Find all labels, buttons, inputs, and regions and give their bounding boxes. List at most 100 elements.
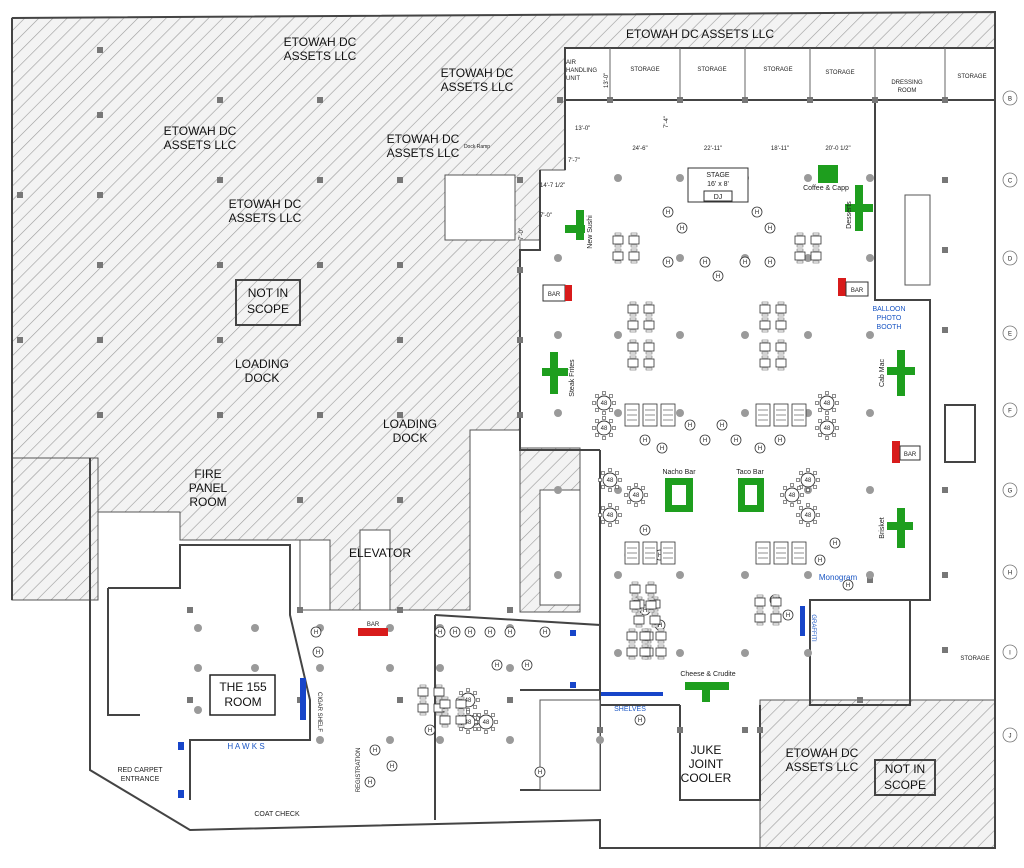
svg-text:H: H bbox=[438, 630, 442, 636]
column-marker bbox=[517, 337, 523, 343]
grid-bubble: D bbox=[1002, 250, 1018, 266]
svg-text:48: 48 bbox=[601, 401, 608, 407]
pole-marker bbox=[614, 174, 622, 182]
dim-7: 7'-4" bbox=[664, 116, 670, 128]
pole-marker bbox=[804, 174, 812, 182]
high-table: H bbox=[484, 626, 496, 638]
column-marker bbox=[942, 177, 948, 183]
svg-text:H: H bbox=[703, 438, 707, 444]
column-marker bbox=[677, 97, 683, 103]
column-marker bbox=[217, 97, 223, 103]
svg-text:H: H bbox=[368, 780, 372, 786]
room-155: THE 155 ROOM bbox=[209, 674, 276, 716]
juke-line-3: COOLER bbox=[681, 771, 732, 785]
etowah-label-1b: ASSETS LLC bbox=[284, 49, 357, 63]
column-marker bbox=[217, 337, 223, 343]
balloon-line-2: PHOTO bbox=[877, 315, 902, 322]
column-marker bbox=[397, 412, 403, 418]
station-steak-frites-label: Steak Frites bbox=[569, 359, 576, 397]
station-coffee-label: Coffee & Capp bbox=[803, 185, 849, 192]
etowah-label-4a: ETOWAH DC bbox=[387, 132, 460, 146]
svg-text:48: 48 bbox=[465, 698, 472, 704]
column-marker bbox=[397, 177, 403, 183]
shelves bbox=[178, 606, 805, 798]
pole-marker bbox=[676, 649, 684, 657]
dim-5: 7'-0" bbox=[540, 213, 552, 219]
air-line-1: AIR bbox=[566, 60, 577, 66]
column-marker bbox=[97, 192, 103, 198]
svg-text:H: H bbox=[666, 260, 670, 266]
air-line-2: HANDLING bbox=[566, 68, 597, 74]
pole-marker bbox=[804, 649, 812, 657]
bars: BAR BAR BAR BAR bbox=[358, 278, 921, 636]
bar-3-label: BAR bbox=[904, 452, 917, 458]
column-marker bbox=[97, 337, 103, 343]
etowah-labels: ETOWAH DC ASSETS LLC ETOWAH DC ASSETS LL… bbox=[164, 35, 859, 774]
pole-marker bbox=[741, 649, 749, 657]
column-marker bbox=[397, 607, 403, 613]
balloon-line-3: BOOTH bbox=[877, 324, 902, 331]
column-marker bbox=[942, 572, 948, 578]
pole-marker bbox=[676, 174, 684, 182]
table-row-cluster bbox=[624, 541, 676, 565]
svg-text:J: J bbox=[1009, 734, 1012, 740]
svg-text:48: 48 bbox=[607, 513, 614, 519]
column-marker bbox=[97, 412, 103, 418]
high-table: H bbox=[751, 206, 763, 218]
high-table: H bbox=[782, 609, 794, 621]
svg-text:H: H bbox=[1008, 571, 1012, 577]
svg-text:H: H bbox=[846, 583, 850, 589]
pole-marker bbox=[614, 409, 622, 417]
column-marker bbox=[97, 47, 103, 53]
column-marker bbox=[807, 97, 813, 103]
svg-text:H: H bbox=[643, 608, 647, 614]
high-table: H bbox=[699, 256, 711, 268]
pole-marker bbox=[316, 736, 324, 744]
svg-text:I: I bbox=[1009, 651, 1011, 657]
stairs-elevators bbox=[299, 174, 931, 791]
pole-marker bbox=[676, 254, 684, 262]
svg-text:48: 48 bbox=[824, 401, 831, 407]
table-cluster bbox=[627, 301, 655, 333]
pole-marker bbox=[804, 571, 812, 579]
column-marker bbox=[17, 192, 23, 198]
pole-marker bbox=[194, 664, 202, 672]
pole-marker bbox=[554, 409, 562, 417]
svg-text:H: H bbox=[543, 630, 547, 636]
high-table: H bbox=[386, 760, 398, 772]
column-marker bbox=[857, 697, 863, 703]
loading-dock-2a: LOADING bbox=[383, 417, 437, 431]
grid-bubble: F bbox=[1002, 402, 1018, 418]
table-cluster bbox=[759, 301, 787, 333]
svg-text:H: H bbox=[643, 528, 647, 534]
grid-bubble: E bbox=[1002, 325, 1018, 341]
station-cheese: Cheese & Crudite bbox=[680, 671, 736, 702]
high-table: H bbox=[712, 270, 724, 282]
pole-marker bbox=[866, 571, 874, 579]
round-table-48: 48 bbox=[796, 468, 820, 492]
pole-marker bbox=[554, 254, 562, 262]
pole-marker bbox=[554, 331, 562, 339]
bar-2-label: BAR bbox=[851, 288, 864, 294]
svg-text:H: H bbox=[688, 423, 692, 429]
pole-marker bbox=[386, 664, 394, 672]
pole-marker bbox=[316, 664, 324, 672]
svg-text:H: H bbox=[778, 438, 782, 444]
etowah-label-3b: ASSETS LLC bbox=[164, 138, 237, 152]
svg-text:H: H bbox=[538, 770, 542, 776]
air-handling-label: AIR HANDLING UNIT bbox=[566, 60, 597, 82]
grid-bubble: C bbox=[1002, 172, 1018, 188]
table-row-cluster bbox=[624, 403, 676, 427]
high-table: H bbox=[814, 554, 826, 566]
station-nacho: Nacho Bar bbox=[662, 469, 696, 512]
top-tenant-label: ETOWAH DC ASSETS LLC bbox=[626, 27, 774, 41]
svg-text:H: H bbox=[390, 764, 394, 770]
high-table: H bbox=[639, 524, 651, 536]
round-table-48: 48 bbox=[592, 416, 616, 440]
cigar-shelf-label: CIGAR SHELF bbox=[316, 692, 322, 732]
round-table-48: 48 bbox=[598, 468, 622, 492]
column-marker bbox=[942, 97, 948, 103]
storage-labels: STORAGE STORAGE STORAGE STORAGE STORAGE … bbox=[630, 67, 989, 662]
station-coffee: Coffee & Capp bbox=[803, 165, 849, 192]
